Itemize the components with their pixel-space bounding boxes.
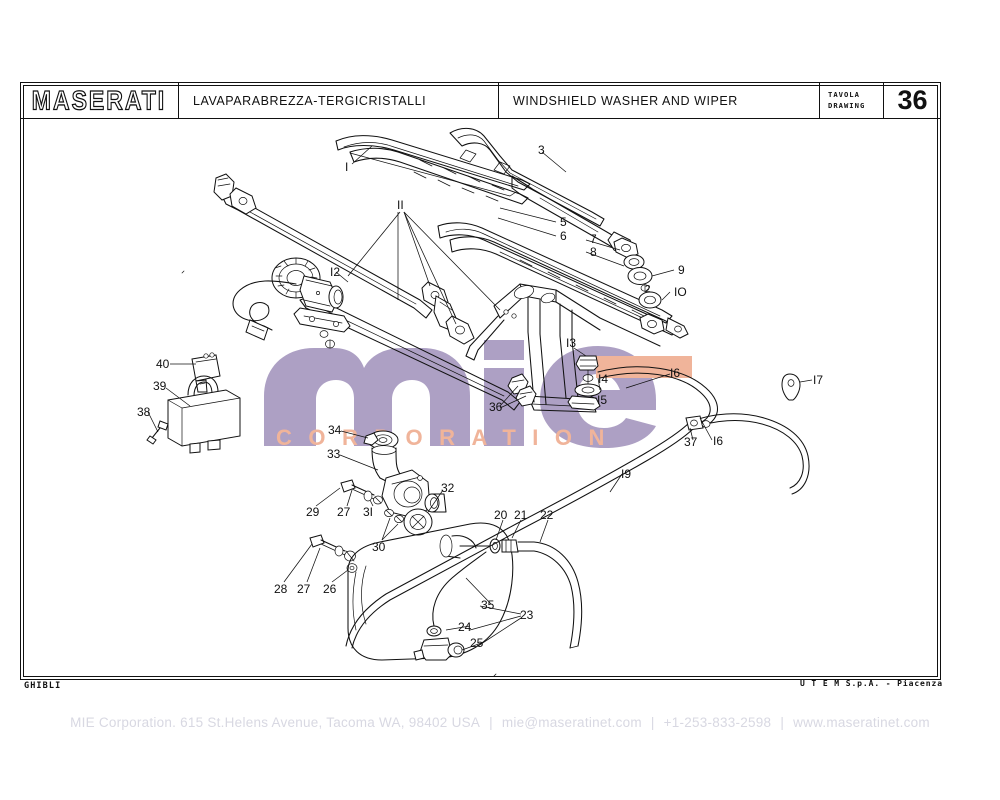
svg-text:IO: IO bbox=[674, 285, 687, 299]
svg-text:I3: I3 bbox=[566, 336, 576, 350]
tavola-label: TAVOLA bbox=[828, 90, 860, 100]
footer-separator-1: | bbox=[489, 714, 493, 730]
svg-text:39: 39 bbox=[153, 379, 167, 393]
title-italian: LAVAPARABREZZA-TERGICRISTALLI bbox=[193, 93, 427, 108]
svg-text:24: 24 bbox=[458, 620, 472, 634]
svg-text:I9: I9 bbox=[621, 467, 631, 481]
footer-separator-2: | bbox=[650, 714, 655, 730]
technical-drawing: .ln{fill:none;stroke:#111;stroke-width:1… bbox=[137, 127, 823, 677]
callout-leader-lines bbox=[147, 145, 813, 651]
svg-text:34: 34 bbox=[328, 423, 342, 437]
svg-text:3: 3 bbox=[538, 143, 545, 157]
svg-text:I5: I5 bbox=[597, 393, 607, 407]
wiper-blade-right bbox=[437, 222, 689, 339]
wiper-motor bbox=[232, 257, 351, 349]
maserati-logo-cell: MASERATI bbox=[20, 82, 178, 119]
svg-text:25: 25 bbox=[470, 636, 484, 650]
svg-text:6: 6 bbox=[560, 229, 567, 243]
wiper-blade-left bbox=[335, 135, 531, 205]
model-label: GHIBLI bbox=[24, 681, 62, 691]
svg-text:29: 29 bbox=[306, 505, 320, 519]
washer-nozzle-stack bbox=[567, 355, 602, 411]
svg-text:2: 2 bbox=[645, 284, 651, 295]
publisher-label: U T E M S.p.A. - Piacenza bbox=[800, 679, 943, 688]
svg-text:II: II bbox=[397, 198, 404, 212]
title-block: MASERATI LAVAPARABREZZA-TERGICRISTALLI W… bbox=[20, 82, 941, 119]
svg-text:3I: 3I bbox=[363, 505, 373, 519]
page-footer: MIE Corporation. 615 St.Helens Avenue, T… bbox=[0, 711, 1000, 733]
svg-text:5: 5 bbox=[560, 215, 567, 229]
svg-text:27: 27 bbox=[297, 582, 311, 596]
footer-phone: +1-253-833-2598 bbox=[663, 714, 772, 730]
svg-text:I6: I6 bbox=[670, 366, 680, 380]
washer-hoses bbox=[345, 366, 810, 649]
svg-text:I4: I4 bbox=[598, 372, 608, 386]
pump-fasteners bbox=[309, 479, 383, 573]
footer-website[interactable]: www.maseratinet.com bbox=[793, 714, 930, 730]
drawing-number-cell: 36 bbox=[883, 82, 941, 119]
svg-text:23: 23 bbox=[520, 608, 534, 622]
svg-text:40: 40 bbox=[156, 357, 170, 371]
maserati-wordmark: MASERATI bbox=[31, 84, 167, 116]
svg-text:20: 20 bbox=[494, 508, 508, 522]
svg-text:36: 36 bbox=[489, 400, 503, 414]
footer-company: MIE Corporation. 615 St.Helens Avenue, T… bbox=[70, 714, 481, 730]
svg-text:37: 37 bbox=[684, 435, 698, 449]
svg-text:32: 32 bbox=[441, 481, 455, 495]
footer-email[interactable]: mie@maseratinet.com bbox=[501, 714, 642, 730]
svg-text:33: 33 bbox=[327, 447, 341, 461]
drawing-label: DRAWING bbox=[828, 100, 866, 110]
title-italian-cell: LAVAPARABREZZA-TERGICRISTALLI bbox=[178, 82, 498, 119]
relay-assembly bbox=[146, 352, 241, 454]
svg-text:30: 30 bbox=[372, 540, 386, 554]
title-english: WINDSHIELD WASHER AND WIPER bbox=[513, 93, 738, 108]
svg-text:I7: I7 bbox=[813, 373, 823, 387]
title-english-cell: WINDSHIELD WASHER AND WIPER bbox=[498, 82, 819, 119]
svg-text:9: 9 bbox=[678, 263, 685, 277]
bushing-stack bbox=[613, 237, 665, 335]
svg-text:27: 27 bbox=[337, 505, 351, 519]
drawing-frame-outer bbox=[20, 82, 941, 680]
cowl-bracket bbox=[465, 283, 661, 413]
svg-text:I6: I6 bbox=[713, 434, 723, 448]
svg-text:8: 8 bbox=[590, 245, 597, 259]
svg-text:26: 26 bbox=[323, 582, 337, 596]
tavola-cell: TAVOLA DRAWING bbox=[819, 82, 883, 119]
footer-separator-3: | bbox=[780, 714, 785, 730]
drawing-number: 36 bbox=[897, 85, 928, 115]
washer-pump bbox=[363, 430, 447, 536]
svg-text:21: 21 bbox=[514, 508, 528, 522]
svg-text:35: 35 bbox=[481, 598, 495, 612]
svg-text:7: 7 bbox=[590, 232, 597, 246]
wiper-linkage bbox=[213, 173, 521, 411]
svg-text:38: 38 bbox=[137, 405, 151, 419]
callout-numbers: I 3 5 6 7 8 9 IO 2 II I2 I3 I4 I5 I6 I6 … bbox=[137, 143, 823, 650]
svg-text:28: 28 bbox=[274, 582, 288, 596]
washer-reservoir bbox=[347, 522, 583, 661]
scan-artifacts bbox=[181, 270, 497, 677]
svg-text:I2: I2 bbox=[330, 265, 340, 279]
svg-text:22: 22 bbox=[540, 508, 554, 522]
svg-text:I: I bbox=[345, 160, 348, 174]
